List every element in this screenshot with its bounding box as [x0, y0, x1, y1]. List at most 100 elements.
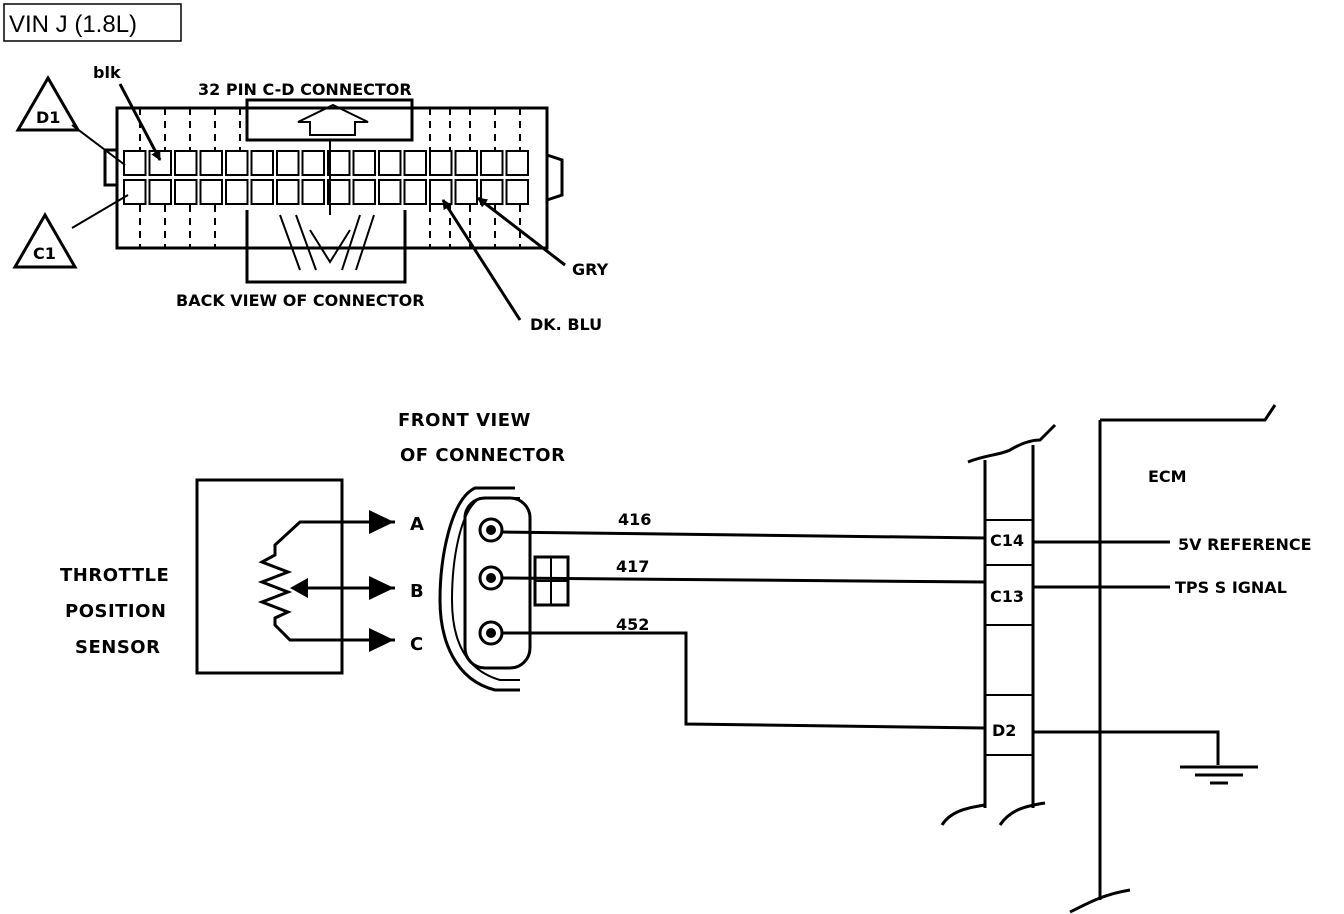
up-arrow-icon [297, 103, 369, 136]
wire-452-label: 452 [616, 615, 649, 634]
pin-cell-c [225, 179, 249, 205]
pin-row-c [123, 179, 529, 205]
tps-name-line1: THROTTLE [60, 565, 169, 586]
dashed-partitions [139, 108, 521, 248]
wires: 416 417 452 [501, 510, 986, 730]
ecm-pin-c14: C14 [990, 531, 1024, 550]
cd-connector-wire-housing [245, 210, 407, 284]
pin-cell-c [378, 179, 402, 205]
c1-marker: C1 [12, 194, 129, 269]
gry-arrow [477, 196, 566, 267]
wiper-arrow-icon [290, 578, 308, 598]
front-connector: FRONT VIEW OF CONNECTOR [398, 410, 570, 692]
pin-cell-d [301, 150, 325, 176]
ecm-box-top-edge [1100, 404, 1277, 422]
cd-connector: 32 PIN C-D CONNECTOR [12, 63, 609, 334]
cavity-b-pin [486, 573, 496, 583]
gry-label: GRY [572, 260, 609, 279]
left-tab [103, 148, 117, 187]
pin-cell-d [378, 150, 402, 176]
signal-tps: TPS S IGNAL [1175, 578, 1287, 597]
tps-sensor-box [195, 478, 344, 675]
pin-cell-c [199, 179, 223, 205]
wire-guides [279, 214, 375, 271]
ecm-pin-c13: C13 [990, 587, 1024, 606]
pin-cell-c [301, 179, 325, 205]
cavity-a-pin [486, 525, 496, 535]
cd-connector-body [115, 106, 549, 250]
pin-cell-d [123, 150, 147, 176]
pin-cell-c [505, 179, 529, 205]
pin-cell-c [148, 179, 172, 205]
pin-cell-d [505, 150, 529, 176]
front-connector-shell-outer [438, 486, 520, 692]
d1-label: D1 [36, 108, 60, 127]
dkblu-arrow [441, 199, 522, 321]
pin-cell-d [480, 150, 504, 176]
pin-cell-c [123, 179, 147, 205]
tps-name-line3: SENSOR [75, 637, 160, 658]
pin-cell-c [429, 179, 453, 205]
signal-5v-reference: 5V REFERENCE [1178, 535, 1312, 554]
pin-cell-d [276, 150, 300, 176]
pin-cell-d [327, 150, 351, 176]
tps-name-line2: POSITION [65, 601, 167, 622]
blk-arrow [118, 83, 162, 161]
front-connector-caption-1: FRONT VIEW [398, 410, 531, 431]
wire-417-label: 417 [616, 557, 649, 576]
pin-cell-c [327, 179, 351, 205]
terminal-b-arrow-icon [369, 576, 394, 600]
cd-connector-title: 32 PIN C-D CONNECTOR [198, 80, 412, 99]
terminal-b-label: B [410, 581, 424, 602]
wire-417 [501, 576, 986, 584]
tps-sensor: THROTTLE POSITION SENSOR A B C [60, 478, 424, 675]
c1-label: C1 [33, 244, 56, 263]
ecm-pin-d2: D2 [992, 721, 1016, 740]
ecm: C14 C13 D2 ECM 5V REFERENCE TPS S IGNAL [940, 404, 1312, 914]
pin-cell-d [454, 150, 478, 176]
pin-cell-d [352, 150, 376, 176]
pin-cell-c [352, 179, 376, 205]
terminal-a-label: A [410, 514, 424, 535]
page-title: VIN J (1.8L) [9, 11, 137, 38]
c1-leader [71, 194, 129, 229]
d1-marker: D1 [15, 74, 126, 166]
pin-cell-d [174, 150, 198, 176]
terminal-c-label: C [410, 634, 424, 655]
pin-cell-c [250, 179, 274, 205]
pin-cell-d [250, 150, 274, 176]
front-connector-body [463, 496, 532, 670]
wire-452 [502, 631, 986, 730]
title-box: VIN J (1.8L) [3, 3, 182, 42]
cavity-c-pin [486, 628, 496, 638]
ecm-label: ECM [1148, 467, 1187, 486]
ecm-box-break [1069, 888, 1131, 914]
cd-connector-caption: BACK VIEW OF CONNECTOR [176, 291, 425, 310]
pin-cell-d [403, 150, 427, 176]
pin-cell-c [403, 179, 427, 205]
terminal-a-arrow-icon [369, 510, 394, 534]
wire-416 [501, 530, 986, 540]
pin-cell-c [454, 179, 478, 205]
pin-cell-d [225, 150, 249, 176]
ecm-connector-break-bottom [940, 801, 1046, 826]
pin-cell-d [429, 150, 453, 176]
ground-line [1033, 730, 1220, 765]
wire-416-label: 416 [618, 510, 651, 529]
terminal-c-arrow-icon [369, 628, 394, 652]
cavity-a [478, 517, 504, 543]
front-connector-shell-inner [450, 497, 520, 681]
pin-cell-c [174, 179, 198, 205]
resistor-icon [257, 520, 395, 642]
pin-cell-d [199, 150, 223, 176]
pin-cell-c [276, 179, 300, 205]
right-tab [546, 153, 564, 202]
dkblu-label: DK. BLU [530, 315, 602, 334]
pin-cell-c [480, 179, 504, 205]
ecm-connector-break-top [967, 423, 1057, 464]
pin-row-d [123, 150, 529, 176]
pin-cell-d [148, 150, 172, 176]
blk-label: blk [93, 63, 121, 82]
d1-leader [71, 124, 126, 166]
